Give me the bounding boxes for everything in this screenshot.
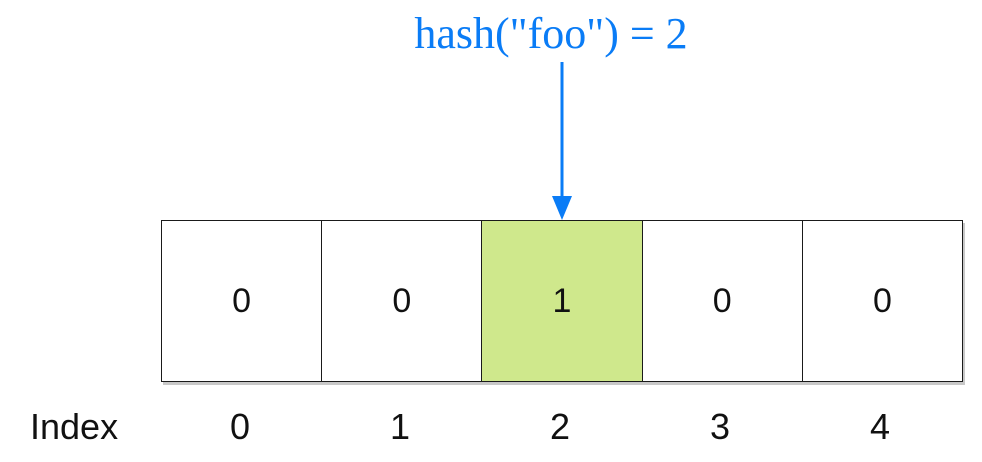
index-row: Index 0 1 2 3 4 — [0, 402, 982, 458]
bit-cell-2: 1 — [481, 220, 643, 382]
bit-cell-3: 0 — [641, 220, 803, 382]
index-number-4: 4 — [869, 406, 891, 447]
bit-cell-1: 0 — [321, 220, 483, 382]
index-number-2: 2 — [549, 406, 571, 447]
index-number-0: 0 — [229, 406, 251, 447]
bit-array: 0 0 1 0 0 — [161, 220, 964, 382]
bit-cell-0: 0 — [161, 220, 323, 382]
index-number-1: 1 — [389, 406, 411, 447]
index-number-3: 3 — [709, 406, 731, 447]
hash-label: hash("foo") = 2 — [414, 9, 688, 58]
pointer-arrow — [552, 62, 572, 220]
bit-cell-4: 0 — [801, 220, 964, 382]
index-label: Index — [30, 406, 119, 447]
